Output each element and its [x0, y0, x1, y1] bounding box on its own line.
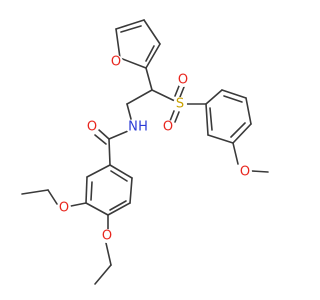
- sulfonyl-oxygen-left-label: O: [163, 120, 173, 135]
- atoms: O O S O O N H O O: [57, 55, 252, 244]
- bond: [90, 181, 93, 201]
- bond: [105, 242, 112, 266]
- bond: [94, 134, 107, 145]
- bond: [232, 123, 252, 144]
- molecule-canvas: O O S O O N H O O: [21, 19, 269, 285]
- furan-oxygen-label: O: [111, 55, 121, 70]
- bond: [120, 25, 142, 33]
- bond: [145, 67, 153, 91]
- bond: [115, 19, 145, 30]
- ethoxy-oxygen-3-atom: O: [57, 201, 71, 216]
- bond: [109, 164, 133, 179]
- bond: [47, 189, 58, 205]
- bond: [179, 86, 185, 98]
- bond: [86, 164, 111, 178]
- bond: [85, 202, 109, 216]
- methoxy-oxygen-label: O: [240, 165, 250, 180]
- methoxy-oxygen-atom: O: [238, 165, 252, 180]
- bond: [110, 170, 128, 182]
- structure-diagram: O O S O O N H O O: [21, 19, 269, 285]
- bond: [94, 264, 112, 285]
- bond: [209, 107, 213, 131]
- amide-nitrogen-atom: N H: [126, 120, 148, 135]
- bond: [129, 177, 133, 204]
- furan-oxygen-atom: O: [109, 55, 123, 70]
- carbonyl-oxygen-atom: O: [85, 120, 99, 135]
- bond: [145, 45, 155, 62]
- bond: [174, 85, 180, 97]
- bond: [143, 19, 161, 45]
- bond: [98, 129, 110, 140]
- bond: [108, 138, 111, 166]
- bond: [109, 200, 127, 211]
- bond: [108, 130, 129, 140]
- bond: [251, 170, 269, 173]
- sulfonyl-oxygen-right-label: O: [178, 73, 188, 88]
- bond: [221, 89, 247, 99]
- bond: [107, 202, 131, 216]
- bond: [126, 103, 132, 120]
- bond: [230, 122, 246, 138]
- bond: [126, 89, 153, 105]
- ethoxy-oxygen-4-atom: O: [100, 229, 114, 244]
- bond: [70, 202, 87, 207]
- bond: [169, 110, 175, 122]
- bond: [223, 95, 243, 103]
- bond: [174, 111, 180, 123]
- bond: [207, 134, 234, 144]
- bond: [245, 97, 252, 125]
- sulfur-label: S: [176, 97, 184, 112]
- bond: [119, 57, 147, 69]
- bond: [205, 103, 209, 136]
- ethoxy-oxygen-3-label: O: [59, 201, 69, 216]
- bond: [145, 43, 161, 69]
- bond: [205, 89, 223, 105]
- sulfonyl-oxygen-left-atom: O: [161, 120, 175, 135]
- carbonyl-oxygen-label: O: [87, 120, 97, 135]
- bond: [115, 28, 121, 59]
- amide-hydrogen-label: H: [138, 120, 148, 135]
- bond: [21, 189, 49, 195]
- bonds: [21, 19, 269, 285]
- bond: [85, 176, 88, 204]
- bond: [232, 142, 239, 165]
- amide-nitrogen-label: N: [128, 120, 138, 135]
- sulfur-atom: S: [173, 97, 187, 112]
- sulfonyl-oxygen-right-atom: O: [176, 73, 190, 88]
- ethoxy-oxygen-4-label: O: [102, 229, 112, 244]
